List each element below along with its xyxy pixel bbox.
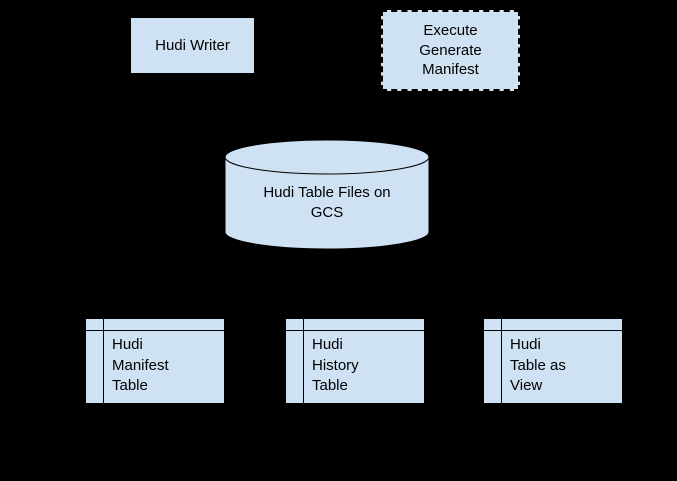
execute-generate-manifest-label: Execute Generate Manifest xyxy=(419,21,482,79)
gcs-storage-label: Hudi Table Files on GCS xyxy=(263,183,391,221)
hudi-table-as-view-node: Hudi Table as View xyxy=(483,318,623,404)
database-cylinder-shape xyxy=(224,139,430,250)
hudi-history-table-node: Hudi History Table xyxy=(285,318,425,404)
hudi-manifest-table-node: Hudi Manifest Table xyxy=(85,318,225,404)
hudi-writer-node: Hudi Writer xyxy=(130,17,255,74)
hudi-writer-label: Hudi Writer xyxy=(155,36,230,54)
hudi-table-as-view-label: Hudi Table as View xyxy=(510,336,566,395)
hudi-manifest-table-label: Hudi Manifest Table xyxy=(112,336,169,395)
execute-generate-manifest-node: Execute Generate Manifest xyxy=(381,10,520,91)
gcs-storage-node: Hudi Table Files on GCS xyxy=(224,139,430,251)
hudi-history-table-label: Hudi History Table xyxy=(312,336,359,395)
